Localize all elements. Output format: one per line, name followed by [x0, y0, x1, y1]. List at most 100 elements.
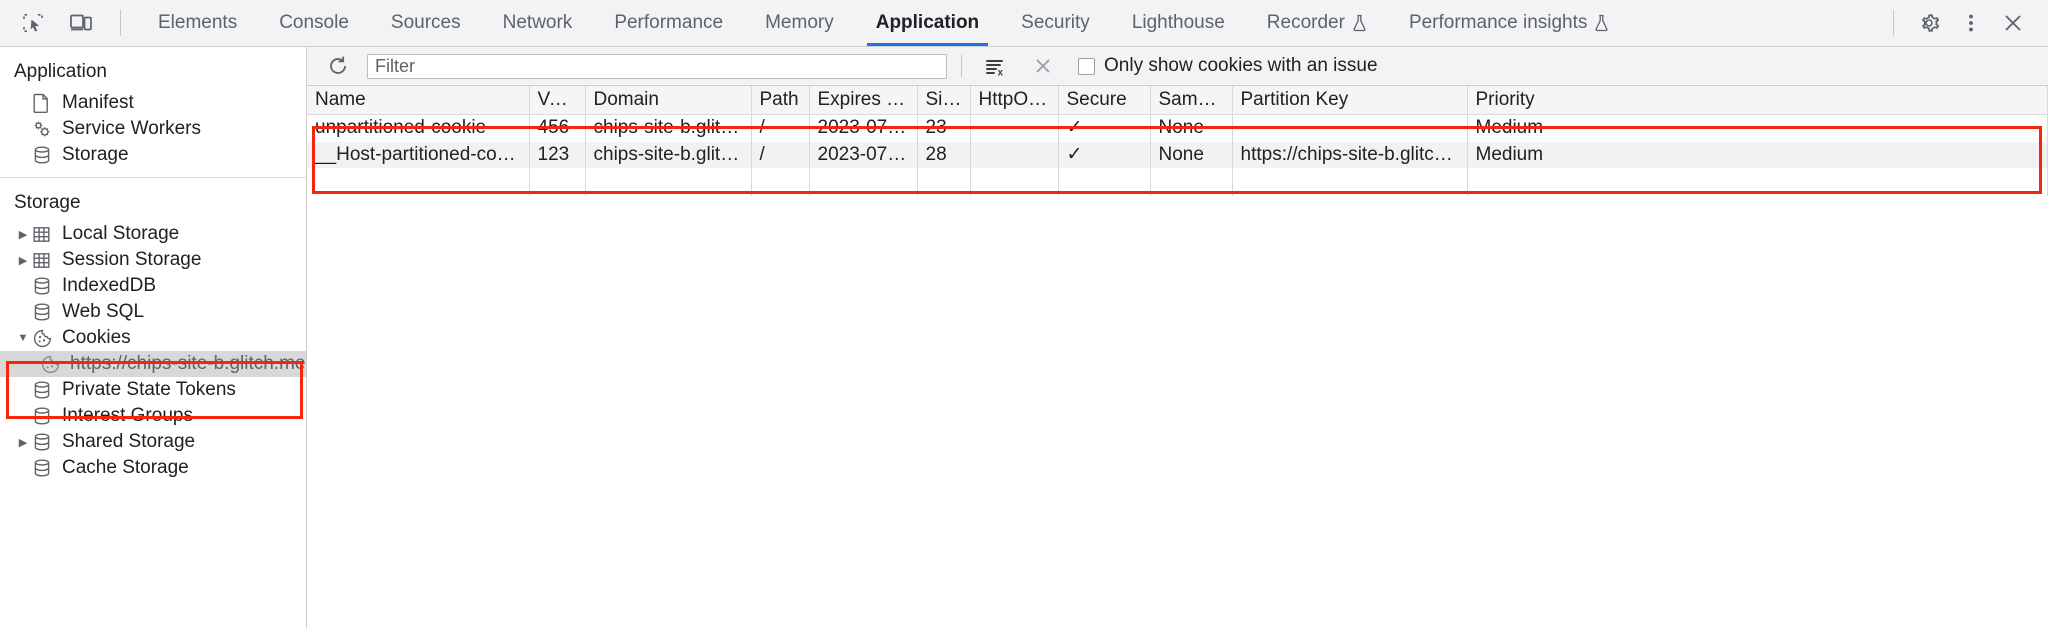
sidebar-item-manifest[interactable]: ▶ Manifest [0, 90, 306, 116]
sidebar-item-web-sql[interactable]: ▶ Web SQL [0, 299, 306, 325]
empty-cell [1232, 168, 1468, 195]
tab-performance[interactable]: Performance [593, 0, 744, 46]
empty-cell [751, 168, 810, 195]
table-row[interactable]: unpartitioned-cookie 456 chips-site-b.gl… [307, 114, 2048, 141]
sidebar-item-service-workers[interactable]: ▶ Service Workers [0, 116, 306, 142]
column-header-size[interactable]: Size [917, 86, 971, 115]
cell-httponly [970, 141, 1059, 168]
sidebar-item-indexeddb[interactable]: ▶ IndexedDB [0, 273, 306, 299]
close-icon[interactable] [1994, 4, 2032, 42]
sidebar-item-cookie-origin[interactable]: https://chips-site-b.glitch.me [0, 351, 306, 377]
cell-name: unpartitioned-cookie [307, 114, 530, 141]
table-icon [32, 250, 58, 270]
empty-cell [585, 168, 752, 195]
sidebar-item-cache-storage[interactable]: ▶ Cache Storage [0, 455, 306, 481]
column-header-httponly[interactable]: HttpOnly [970, 86, 1059, 115]
sidebar-item-label: Private State Tokens [62, 379, 236, 400]
tab-label: Performance insights [1408, 12, 1588, 33]
column-header-secure[interactable]: Secure [1058, 86, 1151, 115]
toolbar-divider [961, 55, 962, 77]
sidebar-item-local-storage[interactable]: ▶ Local Storage [0, 221, 306, 247]
tab-label: Lighthouse [1131, 12, 1225, 33]
empty-cell [1058, 168, 1151, 195]
tab-recorder[interactable]: Recorder [1246, 0, 1388, 46]
tab-sources[interactable]: Sources [370, 0, 482, 46]
cell-priority: Medium [1467, 141, 2048, 168]
database-icon [32, 458, 58, 478]
cell-samesite: None [1150, 141, 1233, 168]
tab-label: Console [279, 12, 349, 33]
devtools-tabbar: Elements Console Sources Network Perform… [0, 0, 2048, 47]
table-row[interactable]: __Host-partitioned-cookie 123 chips-site… [307, 141, 2048, 168]
empty-cell [809, 168, 918, 195]
sidebar-item-storage[interactable]: ▶ Storage [0, 142, 306, 168]
tabbar-right-controls [1887, 0, 2048, 46]
column-header-expires[interactable]: Expires / M… [809, 86, 918, 115]
filter-input[interactable]: Filter [367, 53, 947, 79]
only-show-issue-cookies-checkbox[interactable]: Only show cookies with an issue [1078, 55, 1378, 77]
gear-icon[interactable] [1910, 4, 1948, 42]
tab-console[interactable]: Console [258, 0, 370, 46]
cell-size: 23 [917, 114, 971, 141]
tabbar-divider [120, 10, 121, 36]
cell-expires: 2023-07-07… [809, 114, 918, 141]
sidebar-item-session-storage[interactable]: ▶ Session Storage [0, 247, 306, 273]
cookies-table-container[interactable]: Name Value Domain Path Expires / M… Size… [307, 86, 2048, 628]
refresh-icon[interactable] [319, 47, 357, 85]
sidebar-item-label: Interest Groups [62, 405, 193, 426]
tab-memory[interactable]: Memory [744, 0, 855, 46]
column-header-path[interactable]: Path [751, 86, 810, 115]
clear-filtered-rows-icon[interactable]: x [976, 47, 1014, 85]
clear-all-cookies-icon[interactable] [1024, 47, 1062, 85]
tabbar-divider-right [1893, 10, 1894, 36]
database-icon [32, 380, 58, 400]
sidebar-item-interest-groups[interactable]: ▶ Interest Groups [0, 403, 306, 429]
chevron-right-icon[interactable]: ▶ [18, 228, 28, 241]
tab-label: Security [1021, 12, 1090, 33]
sidebar-item-label: Shared Storage [62, 431, 196, 452]
chevron-right-icon[interactable]: ▶ [18, 436, 28, 449]
column-header-domain[interactable]: Domain [585, 86, 752, 115]
device-toolbar-icon[interactable] [62, 4, 100, 42]
application-panel: Application ▶ Manifest ▶ [0, 47, 2048, 628]
panel-tabs: Elements Console Sources Network Perform… [137, 0, 1630, 46]
empty-cell [529, 168, 586, 195]
database-icon [32, 406, 58, 426]
application-sidebar[interactable]: Application ▶ Manifest ▶ [0, 47, 307, 628]
tabbar-left-controls [0, 0, 137, 46]
sidebar-group-title-storage: Storage [14, 192, 81, 213]
sidebar-group-application: Application ▶ Manifest ▶ [0, 47, 306, 177]
empty-cell [307, 168, 530, 195]
empty-cell [970, 168, 1059, 195]
cell-name: __Host-partitioned-cookie [307, 141, 530, 168]
checkbox-box[interactable] [1078, 57, 1095, 75]
inspect-cursor-icon[interactable] [14, 4, 52, 42]
sidebar-item-cookies[interactable]: ▼ Cookies [0, 325, 306, 351]
sidebar-item-private-state-tokens[interactable]: ▶ Private State Tokens [0, 377, 306, 403]
column-header-name[interactable]: Name [307, 86, 530, 115]
chevron-right-icon[interactable]: ▶ [18, 254, 28, 267]
tab-performance-insights[interactable]: Performance insights [1388, 0, 1630, 46]
sidebar-group-title-application: Application [14, 61, 107, 82]
database-icon [32, 145, 58, 165]
cell-partition-key [1232, 114, 1468, 141]
tab-label: Memory [765, 12, 834, 33]
tab-elements[interactable]: Elements [137, 0, 258, 46]
column-header-priority[interactable]: Priority [1467, 86, 2048, 115]
tab-network[interactable]: Network [482, 0, 594, 46]
sidebar-item-shared-storage[interactable]: ▶ Shared Storage [0, 429, 306, 455]
chevron-down-icon[interactable]: ▼ [17, 332, 29, 344]
column-header-partition-key[interactable]: Partition Key [1232, 86, 1468, 115]
sidebar-item-label: Cache Storage [62, 457, 189, 478]
cell-domain: chips-site-b.glitch.me [585, 114, 752, 141]
more-vertical-icon[interactable] [1952, 4, 1990, 42]
table-empty-space [307, 168, 2048, 195]
tab-application[interactable]: Application [855, 0, 1000, 46]
service-workers-gears-icon [32, 119, 58, 139]
tab-security[interactable]: Security [1000, 0, 1111, 46]
tab-lighthouse[interactable]: Lighthouse [1111, 0, 1246, 46]
column-header-value[interactable]: Value [529, 86, 586, 115]
tab-label: Performance [614, 12, 724, 33]
column-header-samesite[interactable]: SameSite [1150, 86, 1233, 115]
empty-cell [1150, 168, 1233, 195]
